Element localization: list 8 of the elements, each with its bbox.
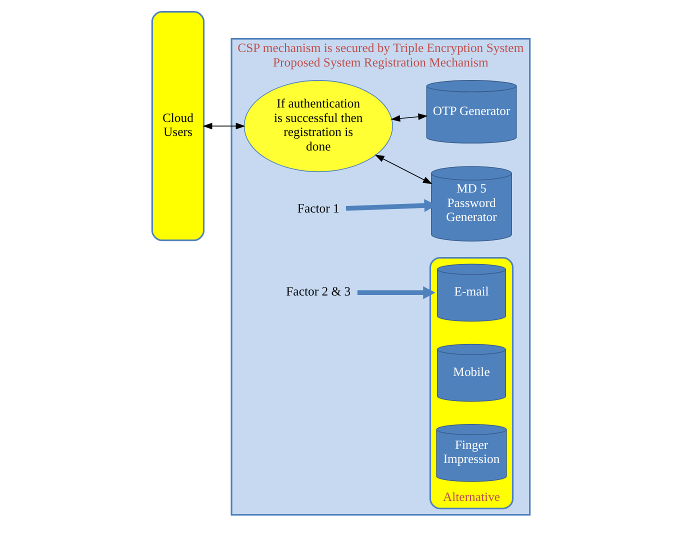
node-ellipse: If authentication is successful then registration is done	[244, 80, 393, 172]
arrow	[202, 122, 246, 130]
node-text: Factor 2 & 3	[286, 284, 351, 299]
arrow	[390, 113, 428, 122]
arrow	[374, 154, 432, 184]
arrow	[357, 286, 436, 300]
node-box: Cloud Users	[151, 11, 205, 242]
node-text: Factor 1	[297, 201, 340, 216]
